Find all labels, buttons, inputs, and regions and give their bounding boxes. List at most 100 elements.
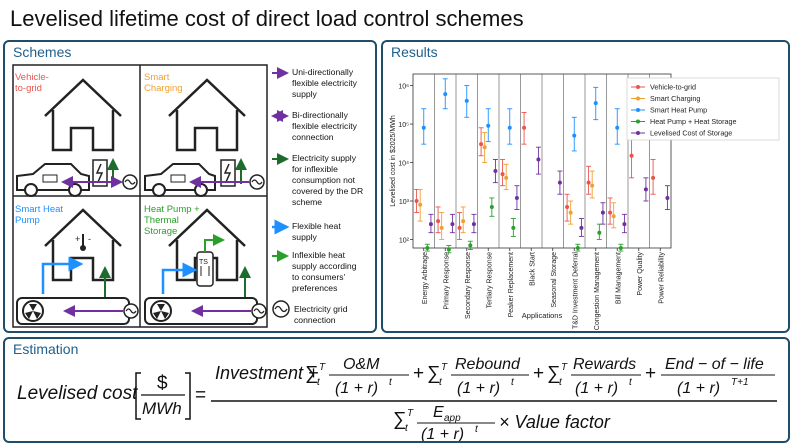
- schemes-panel: Schemes: [3, 40, 377, 333]
- data-point: [622, 222, 627, 227]
- car-icon: [16, 163, 90, 197]
- legend-line: supply according: [292, 261, 357, 271]
- data-point: [461, 219, 466, 224]
- x-tick-label: Congestion Management: [594, 252, 601, 330]
- sum-subscript: t: [317, 377, 321, 388]
- quadrant-label-line: Storage: [144, 226, 178, 237]
- data-point: [439, 225, 444, 230]
- plus-sign: +: [645, 363, 656, 384]
- data-point: [586, 180, 591, 185]
- legend-entry: Vehicle-to-grid: [650, 83, 696, 92]
- data-point: [414, 198, 419, 203]
- plus-sign: +: [413, 363, 424, 384]
- thermal-storage-tank-icon: [196, 251, 214, 287]
- legend-line: scheme: [292, 197, 323, 207]
- x-tick-label: Primary Response: [443, 252, 450, 310]
- quadrant-label-line: Charging: [144, 83, 183, 94]
- legend-bi-directional: Bi-directionally flexible electricity co…: [292, 110, 357, 143]
- quadrant-label-line: Smart: [144, 72, 170, 83]
- sum-subscript: t: [559, 377, 563, 388]
- x-tick-label: Black Start: [529, 252, 536, 286]
- formula-lhs: Levelised cost: [17, 383, 138, 404]
- data-point: [511, 225, 516, 230]
- svg-text:+: +: [75, 234, 80, 244]
- legend-line: preferences: [292, 283, 338, 293]
- legend-swatch-marker: [636, 96, 640, 101]
- om-exponent: t: [389, 377, 393, 388]
- data-point: [643, 187, 648, 192]
- x-tick-label: Bill Management: [615, 252, 622, 304]
- quadrant-label-smart-heat-pump: Smart Heat Pump: [15, 204, 63, 226]
- end-of-life-numerator: End − of − life: [665, 356, 764, 373]
- schemes-diagram: + - TS: [12, 64, 290, 328]
- quadrant-label-line: Vehicle-: [15, 72, 49, 83]
- om-denominator: (1 + r): [335, 380, 378, 397]
- data-point: [575, 246, 580, 250]
- sum-symbol: ∑: [427, 363, 441, 384]
- legend-line: Uni-directionally: [292, 67, 354, 77]
- legend-line: Electricity grid: [294, 304, 348, 314]
- legend-line: Flexible heat: [292, 221, 341, 231]
- data-point: [507, 125, 512, 130]
- data-point: [446, 247, 451, 252]
- data-point: [457, 225, 462, 230]
- sum-subscript: t: [439, 377, 443, 388]
- x-tick-label: Seasonal Storage: [551, 252, 558, 308]
- data-point: [565, 204, 570, 209]
- estimation-heading: Estimation: [13, 341, 79, 357]
- results-heading: Results: [391, 44, 438, 60]
- legend-entry: Heat Pump + Heat Storage: [650, 117, 737, 126]
- sum-superscript: T: [561, 362, 568, 373]
- data-point: [629, 153, 634, 158]
- x-axis-label: Applications: [522, 311, 563, 320]
- legend-uni-directional: Uni-directionally flexible electricity s…: [292, 67, 357, 100]
- legend-swatch-marker: [636, 85, 640, 89]
- data-point: [514, 195, 519, 200]
- data-point: [557, 180, 562, 185]
- energy-subscript: app: [444, 413, 461, 424]
- data-point: [486, 123, 491, 128]
- data-point: [450, 222, 455, 227]
- data-point: [572, 133, 577, 138]
- page-title: Levelised lifetime cost of direct load c…: [10, 6, 524, 31]
- legend-line: flexible electricity: [292, 78, 357, 88]
- data-point: [500, 172, 505, 177]
- data-point: [568, 210, 573, 215]
- unit-numerator: $: [157, 373, 168, 394]
- term-investment: Investment +: [215, 363, 319, 383]
- data-point: [418, 202, 423, 207]
- quadrant-label-heat-pump-storage: Heat Pump + Thermal Storage: [144, 204, 200, 237]
- x-tick-label: Secondary Response: [465, 252, 472, 319]
- data-point: [615, 125, 620, 130]
- sum-superscript: T: [319, 362, 326, 373]
- data-point: [665, 195, 670, 200]
- x-tick-label: Peaker Replacement: [508, 252, 515, 317]
- vehicle-to-grid-house-icon: [44, 78, 122, 152]
- rewards-exponent: t: [629, 377, 633, 388]
- charger-icon: [220, 159, 236, 187]
- data-point: [493, 169, 498, 174]
- sum-superscript: T: [441, 362, 448, 373]
- data-point: [618, 246, 623, 250]
- data-point: [590, 183, 595, 188]
- thermometer-icon: + -: [75, 234, 91, 251]
- data-point: [600, 210, 605, 215]
- energy-numerator: E: [433, 404, 444, 421]
- levelised-cost-formula: Levelised cost $ MWh = Investment + ∑ t …: [17, 356, 777, 441]
- data-point: [611, 214, 616, 219]
- legend-inflexible-heat: Inflexible heat supply according to cons…: [292, 250, 357, 294]
- legend-line: for inflexible: [292, 164, 338, 174]
- legend-line: connection: [294, 315, 336, 325]
- quadrant-label-line: Thermal: [144, 215, 179, 226]
- sum-symbol: ∑: [547, 363, 561, 384]
- quadrant-label-line: Smart Heat: [15, 204, 64, 215]
- schemes-heading: Schemes: [13, 44, 72, 60]
- data-point: [579, 225, 584, 230]
- legend-line: supply: [292, 89, 317, 99]
- legend-line: connection: [292, 132, 334, 142]
- legend-swatch-marker: [636, 131, 640, 135]
- data-point: [471, 222, 476, 227]
- legend-swatch-marker: [636, 119, 640, 124]
